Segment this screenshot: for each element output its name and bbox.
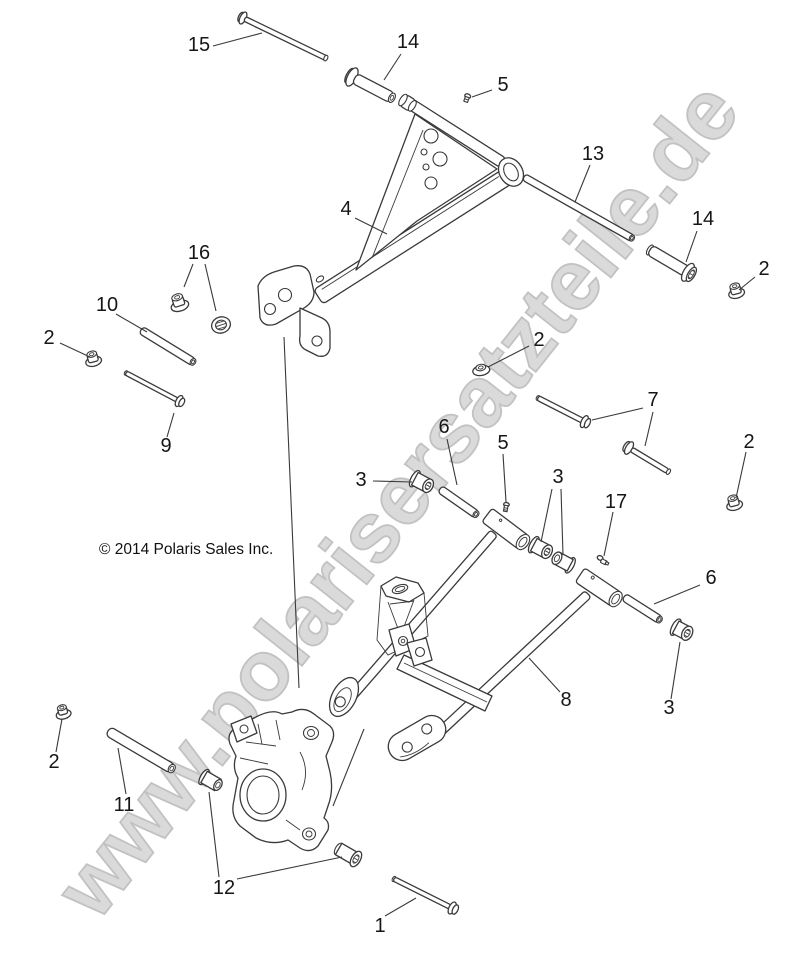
callout-11: 11: [113, 794, 135, 816]
screw-5-top-drawing: [463, 93, 472, 103]
callout-13: 13: [581, 143, 605, 165]
callout-17: 17: [604, 491, 628, 513]
hardware-parts: [55, 11, 746, 915]
callout-10: 10: [95, 294, 119, 316]
callout-7: 7: [647, 389, 659, 411]
tubes-6-drawing: [438, 486, 663, 624]
bolt-9-drawing: [123, 370, 186, 408]
tube-13-drawing: [522, 174, 636, 242]
bushings-12-drawing: [198, 768, 363, 868]
bushings-3-drawing: [408, 469, 694, 641]
callout-2: 2: [743, 431, 755, 453]
tube-11-drawing: [106, 727, 176, 774]
bolt-14-right-drawing: [645, 244, 698, 283]
bolt-1-drawing: [391, 875, 460, 915]
callout-15: 15: [187, 34, 211, 56]
tube-10-drawing: [139, 327, 197, 366]
callout-14: 14: [691, 208, 715, 230]
callout-8: 8: [560, 689, 572, 711]
callout-5: 5: [497, 74, 509, 96]
callout-2: 2: [43, 327, 55, 349]
callout-6: 6: [438, 416, 450, 438]
callout-3: 3: [355, 469, 367, 491]
upper-control-arm-drawing: [257, 93, 525, 357]
copyright-text: © 2014 Polaris Sales Inc.: [99, 541, 274, 558]
callout-14: 14: [396, 31, 420, 53]
knuckle-drawing: [228, 708, 335, 852]
callout-2: 2: [758, 258, 770, 280]
nuts-16-drawing: [170, 293, 232, 334]
bolt-15-drawing: [237, 11, 329, 62]
screw-5-mid-drawing: [502, 501, 510, 513]
flange-nuts-2-drawing: [55, 282, 746, 720]
callout-3: 3: [552, 466, 564, 488]
callout-6: 6: [705, 567, 717, 589]
callout-4: 4: [340, 198, 352, 220]
bolts-7-drawing: [535, 395, 672, 475]
assembly-reference-lines: [283, 336, 365, 807]
grease-fitting-17-drawing: [596, 554, 610, 566]
callout-16: 16: [187, 242, 211, 264]
callout-2: 2: [533, 329, 545, 351]
bolt-14-top-drawing: [344, 67, 396, 103]
callout-2: 2: [48, 751, 60, 773]
callout-1: 1: [374, 915, 386, 937]
callout-3: 3: [663, 697, 675, 719]
leader-lines: [55, 32, 756, 917]
lower-control-arm-drawing: [328, 508, 623, 762]
callout-5: 5: [497, 432, 509, 454]
callout-9: 9: [160, 435, 172, 457]
callout-12: 12: [212, 877, 236, 899]
